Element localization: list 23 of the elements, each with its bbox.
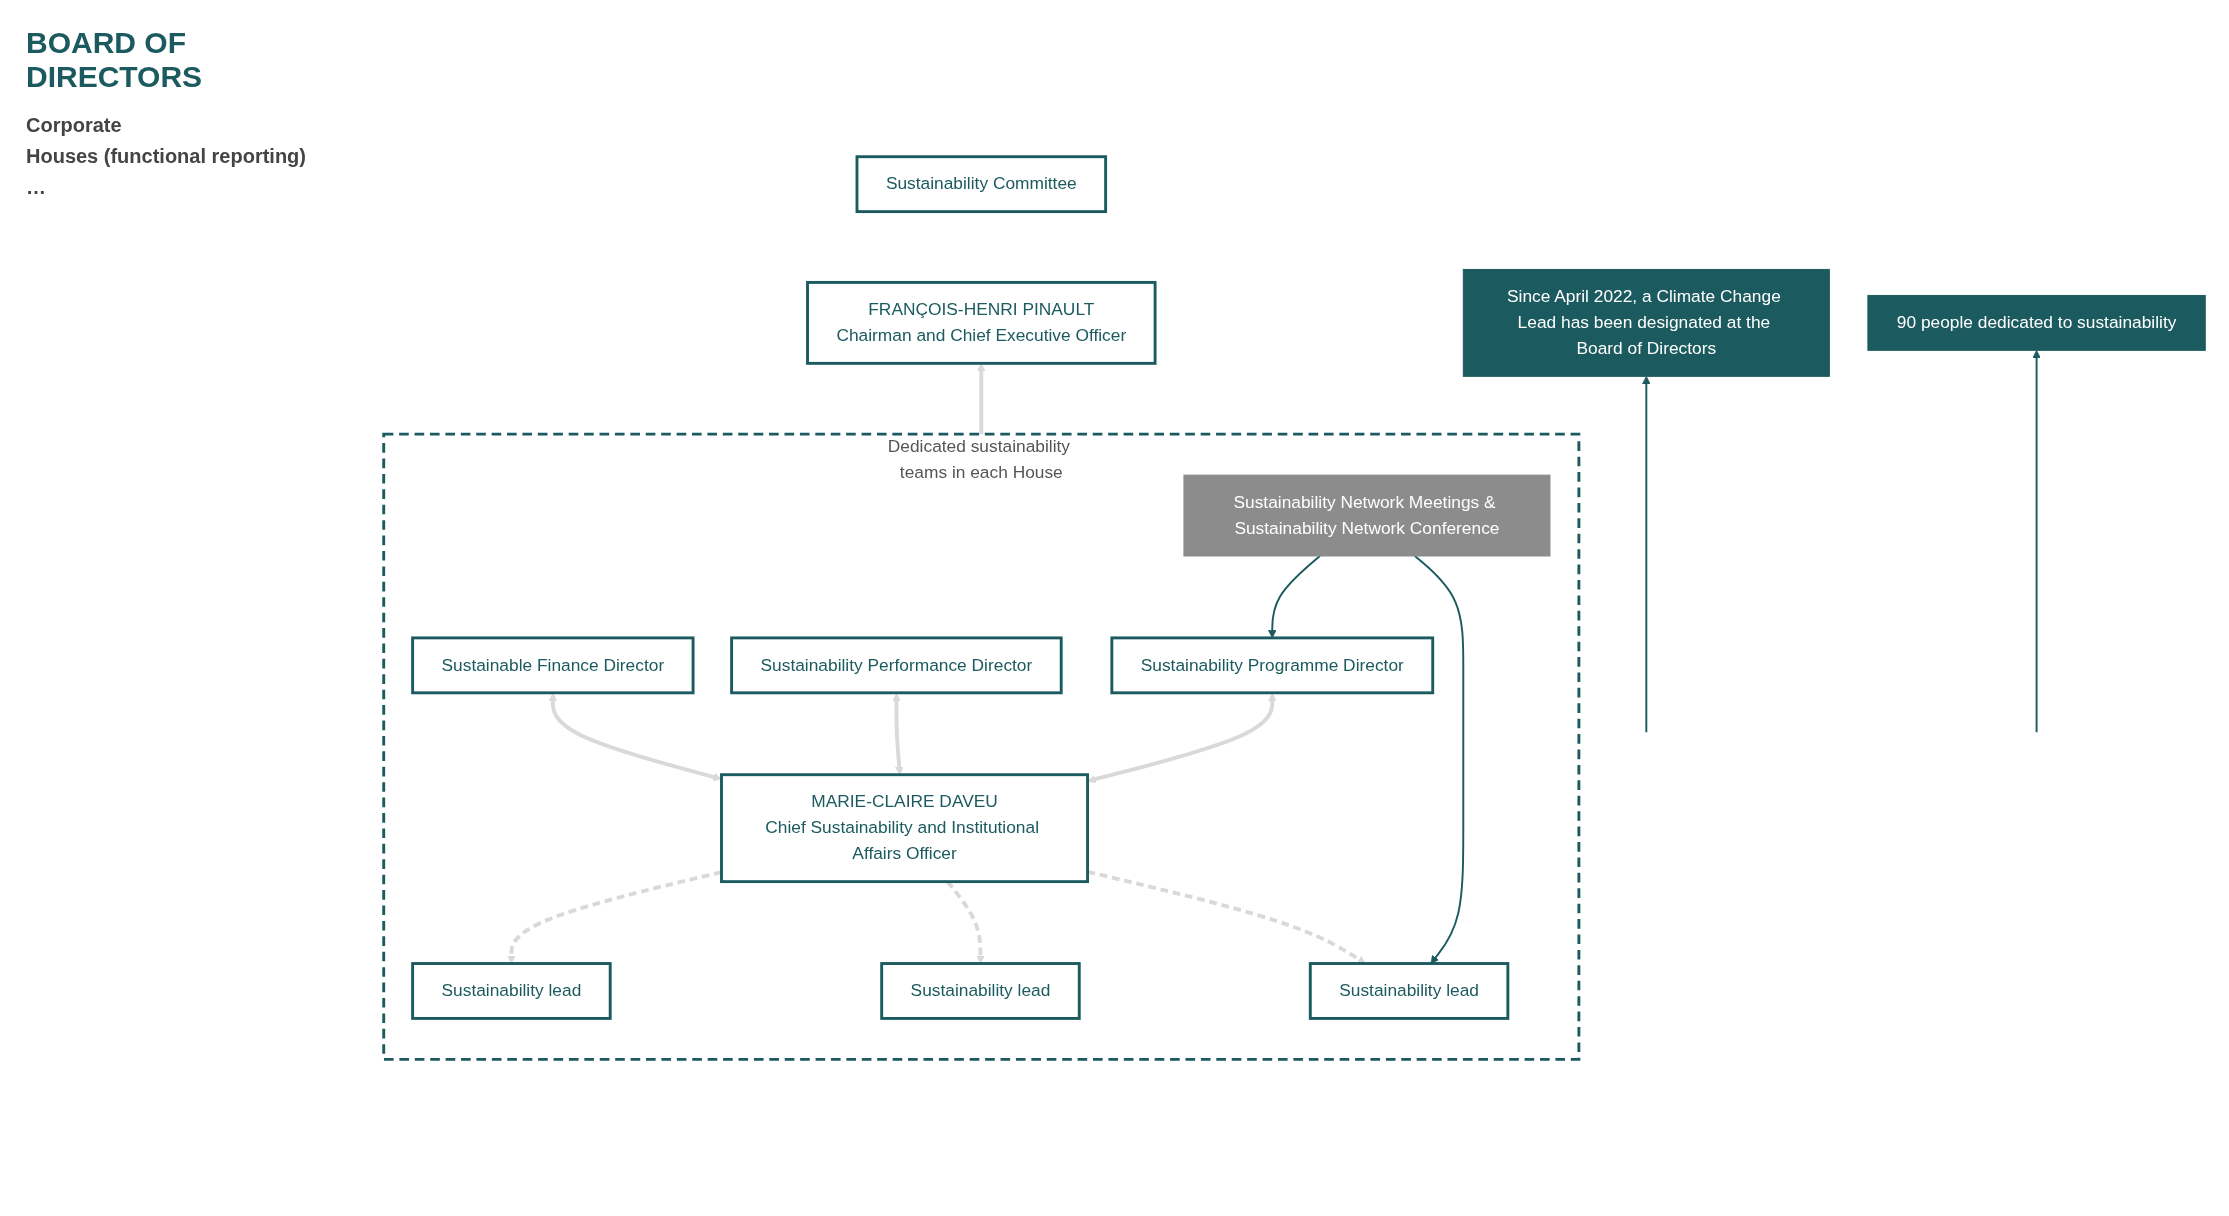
label-text: … (26, 176, 47, 199)
node-box: Since April 2022, a Climate Change Lead has been designated at the Board of Directors (1462, 268, 1830, 377)
node-box: Sustainability lead (411, 962, 612, 1020)
arrow (1413, 555, 1465, 964)
node-box: Sustainability Committee (855, 155, 1108, 213)
arrow (1642, 375, 1651, 734)
label-text: Houses (functional reporting) (26, 145, 307, 168)
arrow (1087, 869, 1366, 964)
node-box: MARIE-CLAIRE DAVEU Chief Sustainability and Institutional Affairs Officer (720, 773, 1089, 884)
title: BOARD OF DIRECTORS (26, 26, 204, 94)
node-box: Sustainable Finance Director (411, 636, 695, 695)
node-box: FRANÇOIS-HENRI PINAULT Chairman and Chief Executive Officer (806, 280, 1157, 365)
arrow (507, 870, 722, 964)
node-box: Sustainability lead (1308, 962, 1510, 1020)
label-text: Corporate (26, 114, 123, 137)
node-box: Sustainability Performance Director (730, 636, 1063, 695)
node-box: Sustainability Network Meetings & Sustainability Network Conference (1183, 474, 1551, 557)
node-box: Sustainability lead (880, 962, 1081, 1020)
arrow (548, 692, 722, 782)
arrow (2032, 349, 2041, 734)
node-box: 90 people dedicated to sustainability (1867, 294, 2206, 351)
node-box: Sustainability Programme Director (1110, 636, 1435, 695)
arrow (1087, 692, 1277, 784)
